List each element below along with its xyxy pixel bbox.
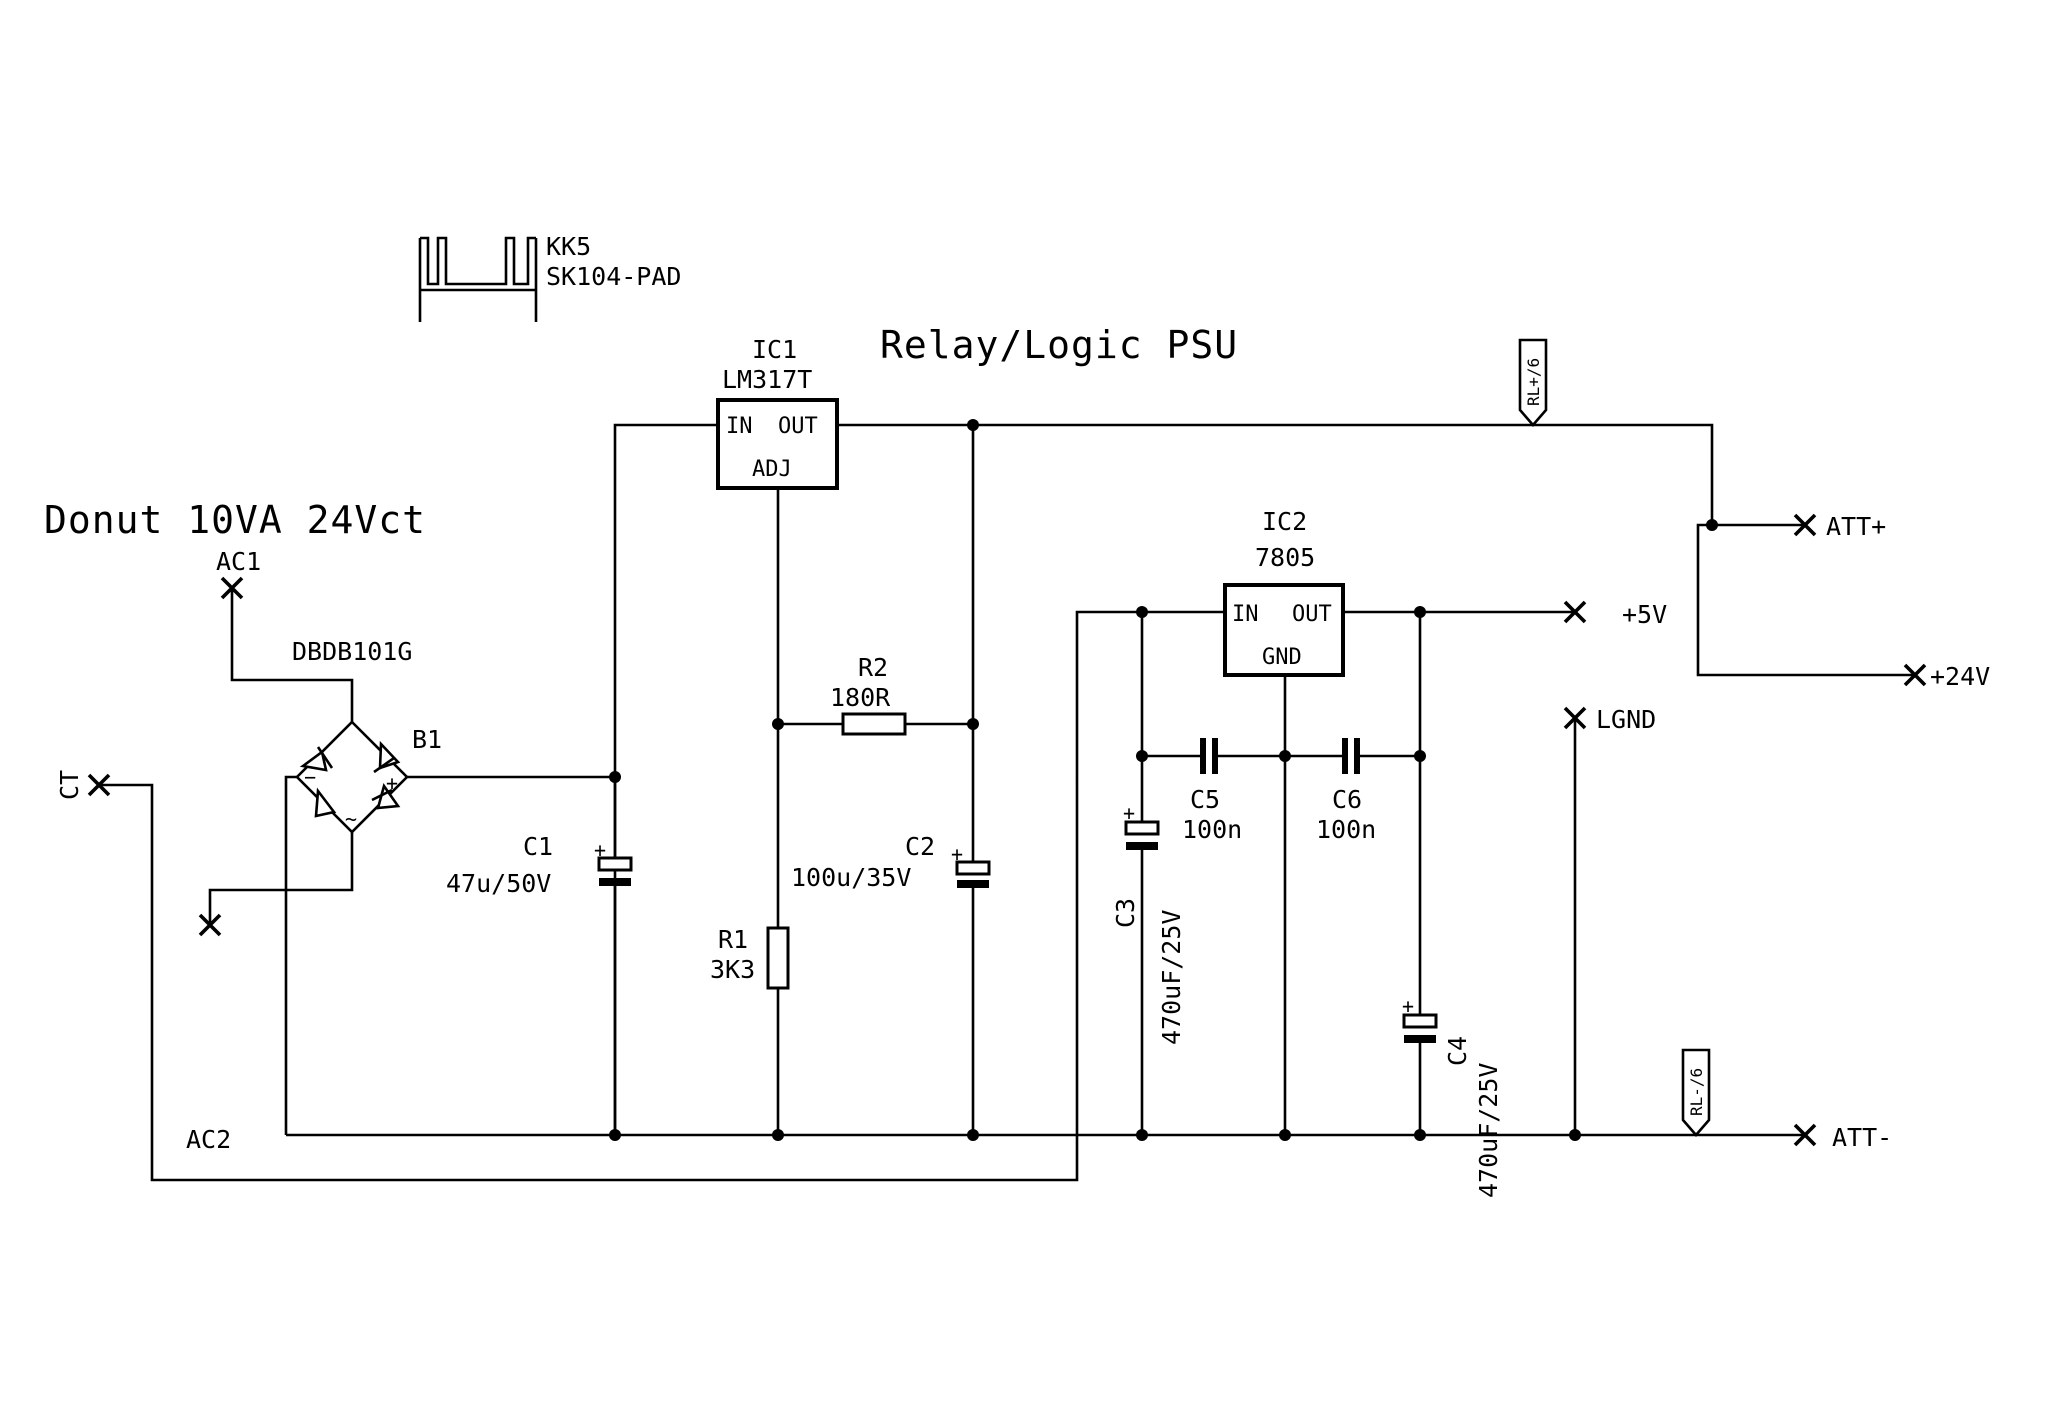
c6-value: 100n <box>1316 815 1376 844</box>
terminal-att-minus: ATT- <box>1793 1123 1892 1152</box>
capacitor-c5: C5 100n <box>1182 738 1242 844</box>
ic1-ref: IC1 <box>752 335 797 364</box>
flag-rl-minus: RL-/6 <box>1681 1048 1711 1137</box>
resistor-r1: R1 3K3 <box>710 925 790 990</box>
bridge-ac: ~ <box>345 807 357 831</box>
ic1-pin-in: IN <box>726 414 753 439</box>
ic1-value: LM317T <box>722 365 812 394</box>
wires <box>99 423 1915 1182</box>
terminal-lgnd-label: LGND <box>1596 705 1656 734</box>
heatsink-ref: KK5 <box>546 232 591 261</box>
c5-ref: C5 <box>1190 785 1220 814</box>
ic2-pin-gnd: GND <box>1262 645 1302 670</box>
schematic-title: Relay/Logic PSU <box>880 323 1238 367</box>
terminal-att-minus-label: ATT- <box>1832 1123 1892 1152</box>
ic1-lm317t: IC1 LM317T IN OUT ADJ <box>716 335 839 490</box>
c1-ref: C1 <box>523 832 553 861</box>
ic1-pin-out: OUT <box>778 414 818 439</box>
capacitor-c6: C6 100n <box>1316 738 1376 844</box>
ic2-value: 7805 <box>1255 543 1315 572</box>
ic2-pin-in: IN <box>1232 602 1259 627</box>
terminal-att-plus-label: ATT+ <box>1826 512 1886 541</box>
c3-ref: C3 <box>1111 898 1140 928</box>
c5-value: 100n <box>1182 815 1242 844</box>
terminal-ac2-lower <box>198 913 222 937</box>
bridge-rectifier-b1: − + ~ B1 DBDB101G <box>292 637 442 834</box>
terminal-ac1-label: AC1 <box>216 547 261 576</box>
terminal-ct-label: CT <box>55 770 84 800</box>
r1-ref: R1 <box>718 925 748 954</box>
terminal-plus-24v: +24V <box>1903 662 1990 691</box>
terminal-att-plus: ATT+ <box>1793 512 1886 541</box>
c2-ref: C2 <box>905 832 935 861</box>
heatsink-kk5: KK5 SK104-PAD <box>418 232 681 322</box>
c6-ref: C6 <box>1332 785 1362 814</box>
c2-value: 100u/35V <box>791 863 911 892</box>
capacitor-c2: + C2 100u/35V <box>791 832 991 892</box>
c4-ref: C4 <box>1443 1036 1472 1066</box>
junctions <box>609 419 1718 1141</box>
c4-polarity: + <box>1402 994 1414 1018</box>
bridge-plus: + <box>386 771 398 795</box>
terminal-ac1: AC1 <box>216 547 261 600</box>
flag-rl-plus: RL+/6 <box>1518 338 1548 427</box>
c1-polarity: + <box>594 838 606 862</box>
heatsink-value: SK104-PAD <box>546 262 681 291</box>
ic1-pin-adj: ADJ <box>752 457 792 482</box>
r2-value: 180R <box>830 683 891 712</box>
c4-value: 470uF/25V <box>1474 1063 1503 1198</box>
capacitor-c1: + C1 47u/50V <box>446 832 633 898</box>
bridge-ref: B1 <box>412 725 442 754</box>
ic2-7805: IC2 7805 IN OUT GND <box>1223 507 1345 677</box>
flag-rl-plus-label: RL+/6 <box>1524 358 1543 406</box>
terminal-ct: CT <box>55 770 111 800</box>
flag-rl-minus-label: RL-/6 <box>1687 1068 1706 1116</box>
capacitor-c4: + C4 470uF/25V <box>1402 994 1503 1198</box>
terminal-plus-5v: +5V <box>1563 600 1667 629</box>
terminal-lgnd: LGND <box>1563 705 1656 734</box>
ic2-ref: IC2 <box>1262 507 1307 536</box>
c3-polarity: + <box>1123 801 1135 825</box>
r1-value: 3K3 <box>710 955 755 984</box>
transformer-label: Donut 10VA 24Vct <box>44 498 426 542</box>
c2-polarity: + <box>951 842 963 866</box>
terminal-ac2-label: AC2 <box>186 1125 231 1154</box>
bridge-minus: − <box>304 765 316 789</box>
bridge-value: DBDB101G <box>292 637 412 666</box>
ic2-pin-out: OUT <box>1292 602 1332 627</box>
c1-value: 47u/50V <box>446 869 551 898</box>
capacitor-c3: + C3 470uF/25V <box>1111 801 1186 1045</box>
r2-ref: R2 <box>858 653 888 682</box>
resistor-r2: R2 180R <box>830 653 907 736</box>
terminal-plus-5v-label: +5V <box>1622 600 1667 629</box>
c3-value: 470uF/25V <box>1157 910 1186 1045</box>
terminal-plus-24v-label: +24V <box>1930 662 1990 691</box>
